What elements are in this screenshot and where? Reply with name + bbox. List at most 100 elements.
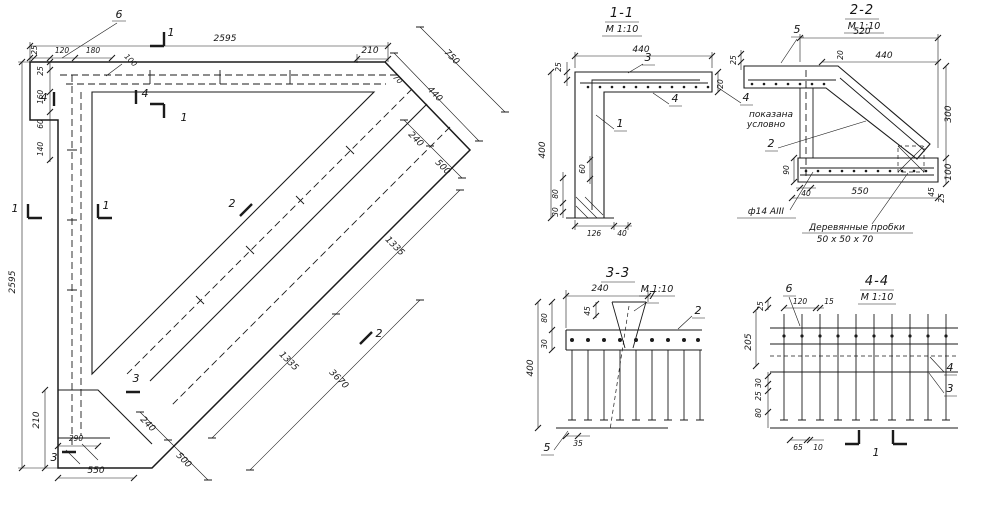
s22-bar-label-5: 5 — [794, 23, 801, 36]
plan-rebar-dashed — [60, 74, 451, 448]
s22-dim-20: 20 — [836, 50, 845, 60]
plan-corner-hatch — [65, 443, 99, 465]
section-1-1: 1-1 М 1:10 440 25 20 400 80 30 60 126 40… — [538, 6, 793, 238]
dim-left-60: 60 — [36, 119, 45, 129]
s11-dim-20: 20 — [716, 79, 725, 89]
s44-dim-10: 10 — [813, 443, 823, 452]
s33-band-outline — [565, 329, 702, 351]
s33-bar-label-5: 5 — [544, 441, 551, 454]
s33-dim-35: 35 — [573, 439, 583, 448]
dim-left-140: 140 — [36, 142, 45, 157]
s33-dim-240: 240 — [591, 284, 608, 294]
s44-dim-15: 15 — [824, 297, 834, 306]
plan-section-cut-marks — [26, 32, 373, 454]
s11-rebar — [580, 79, 708, 210]
dim-diag-440: 440 — [425, 85, 444, 104]
s44-bar-section-dots — [782, 334, 948, 338]
s22-title: 2-2 — [850, 3, 874, 18]
s44-dim-25: 25 — [756, 301, 765, 311]
s11-bar-label-4-note: 4 — [743, 91, 750, 104]
s11-dim-lines — [550, 52, 719, 230]
s44-dim-205: 205 — [744, 333, 754, 350]
s44-bar-label-3: 3 — [947, 382, 954, 395]
s33-dim-80: 80 — [540, 313, 549, 323]
s22-lower-slab-outline — [797, 157, 939, 183]
s22-plug-note-line1: Деревянные пробки — [808, 223, 905, 233]
s44-dim-120: 120 — [793, 297, 808, 306]
s11-note-line2: условно — [746, 120, 786, 130]
s22-rebar-dots — [750, 82, 928, 173]
s33-bar-label-2: 2 — [695, 304, 702, 317]
dim-left-160: 160 — [36, 90, 45, 105]
dim-left-overall: 2595 — [8, 270, 18, 293]
s33-bar-label-7: 7 — [649, 289, 656, 302]
s44-dim-30: 30 — [754, 378, 763, 388]
s33-title: 3-3 — [606, 266, 630, 281]
s44-section-cut-marks — [845, 430, 907, 446]
s33-dim-ticks — [534, 292, 652, 440]
dim-bottom-550: 550 — [87, 466, 104, 476]
s22-dim-440: 440 — [875, 51, 892, 61]
s33-dim-400: 400 — [526, 359, 536, 376]
s11-dim-ticks — [547, 52, 722, 230]
s33-funnel-axis-dashed — [609, 305, 630, 431]
section-marker-2: 2 — [229, 197, 236, 210]
dim-top-120: 120 — [55, 46, 70, 55]
s11-concrete-outline — [574, 71, 713, 219]
s11-dim-80: 80 — [551, 189, 560, 199]
dim-diag-500-bottom: 500 — [174, 451, 193, 470]
s44-dim-65: 65 — [793, 443, 803, 452]
s11-scale: М 1:10 — [606, 24, 639, 35]
section-marker-3: 3 — [51, 451, 58, 464]
s11-dim-30: 30 — [551, 207, 560, 217]
s22-dim-45: 45 — [927, 187, 936, 197]
dim-left-25: 25 — [36, 66, 45, 76]
s22-dim-25b: 25 — [937, 193, 946, 203]
s11-footing-hatch — [575, 196, 604, 219]
s11-title: 1-1 — [610, 6, 634, 21]
s44-dim-ticks — [752, 296, 824, 444]
s11-dim-126: 126 — [587, 229, 602, 238]
s33-dim-lines — [537, 290, 649, 437]
s22-dim-520: 520 — [853, 27, 870, 37]
callout-6: 6 — [116, 8, 123, 21]
section-marker-1: 1 — [168, 26, 175, 39]
s11-dim-440: 440 — [632, 45, 649, 55]
s11-underlines-leaders — [595, 21, 753, 132]
dim-top-180: 180 — [86, 46, 101, 55]
s22-upper-slab-outline — [743, 65, 931, 160]
s22-dim-25: 25 — [729, 55, 738, 65]
s44-bar-label-6: 6 — [786, 282, 793, 295]
dim-top-end: 210 — [361, 46, 378, 56]
dim-diag-240-bottom: 240 — [138, 415, 157, 434]
s22-dim-90: 90 — [782, 165, 791, 175]
section-marker-1: 1 — [103, 199, 110, 212]
section-marker-1: 1 — [181, 111, 188, 124]
dim-bottom-210: 210 — [32, 411, 42, 428]
section-marker-2: 2 — [376, 327, 383, 340]
plan-outline — [29, 61, 472, 469]
s22-rebar — [748, 77, 934, 176]
dim-diag-1335-a: 1335 — [383, 235, 406, 258]
s11-bar-label-4: 4 — [672, 92, 679, 105]
dim-diag-3670: 3670 — [327, 368, 350, 391]
s44-scale: М 1:10 — [861, 292, 894, 303]
section-3-3: 3-3 М 1:10 240 45 80 30 400 35 7 2 5 — [526, 266, 705, 456]
s33-underlines-leaders — [541, 281, 705, 456]
s44-title: 4-4 — [865, 274, 889, 289]
dim-diag-240-top: 240 — [406, 130, 425, 149]
s33-funnel — [611, 301, 647, 349]
s22-bar-label-2: 2 — [768, 137, 775, 150]
s11-bar-label-3: 3 — [645, 51, 652, 64]
s22-dim-40: 40 — [801, 189, 811, 198]
section-marker-4: 4 — [142, 87, 149, 100]
section-marker-3: 3 — [133, 372, 140, 385]
s44-bar-label-4: 4 — [947, 361, 954, 374]
s44-dim-lines — [755, 300, 824, 441]
s22-wall-lines — [799, 88, 814, 158]
plan-corner-block-lines — [58, 389, 153, 445]
plan-dim-ticks — [18, 26, 509, 482]
dim-top-100: 100 — [123, 52, 140, 69]
s11-dim-60: 60 — [578, 164, 587, 174]
s33-dim-45: 45 — [583, 306, 592, 316]
